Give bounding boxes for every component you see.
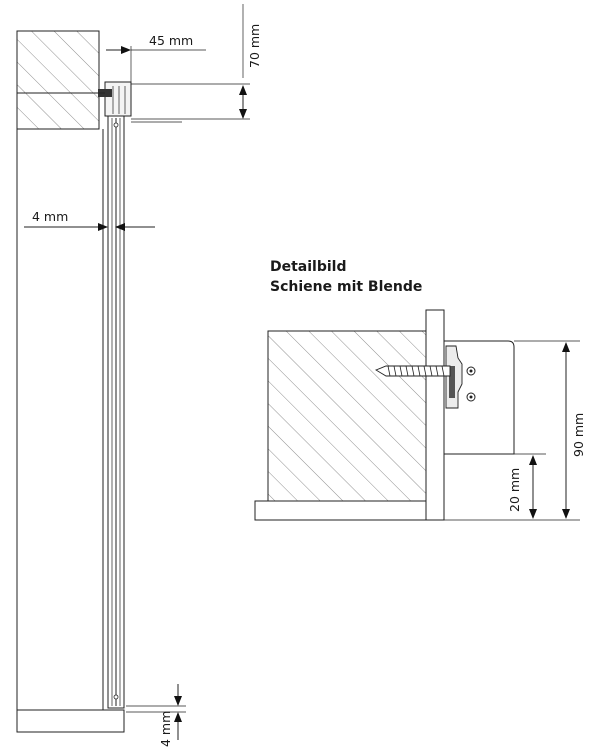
detail-wall-hatched	[267, 330, 427, 502]
dim-4mm-bottom-label: 4 mm	[158, 711, 173, 747]
detail-screw	[374, 365, 451, 377]
dim-4mm-bottom: 4 mm	[126, 684, 186, 747]
lintel-hatched-block	[16, 30, 100, 130]
dim-45mm: 45 mm	[106, 33, 206, 84]
dim-70mm: 70 mm	[131, 4, 262, 120]
dim-45mm-label: 45 mm	[149, 33, 193, 48]
detail-view	[254, 309, 515, 521]
dim-20mm-label: 20 mm	[507, 468, 522, 512]
dim-90mm-label: 90 mm	[571, 413, 586, 457]
dim-70mm-label: 70 mm	[247, 24, 262, 68]
dim-90mm: 90 mm	[444, 340, 586, 521]
detail-title-line2: Schiene mit Blende	[270, 279, 422, 295]
detail-frame-board	[425, 309, 445, 521]
rail-head-box	[104, 81, 132, 117]
dim-20mm: 20 mm	[507, 453, 546, 519]
rail-assembly	[45, 81, 182, 709]
sill-block	[16, 709, 125, 733]
dim-4mm-side-label: 4 mm	[32, 209, 68, 224]
detail-title-line1: Detailbild	[270, 259, 347, 275]
detail-base-ledge	[254, 500, 427, 521]
dim-4mm-side: 4 mm	[24, 209, 155, 231]
